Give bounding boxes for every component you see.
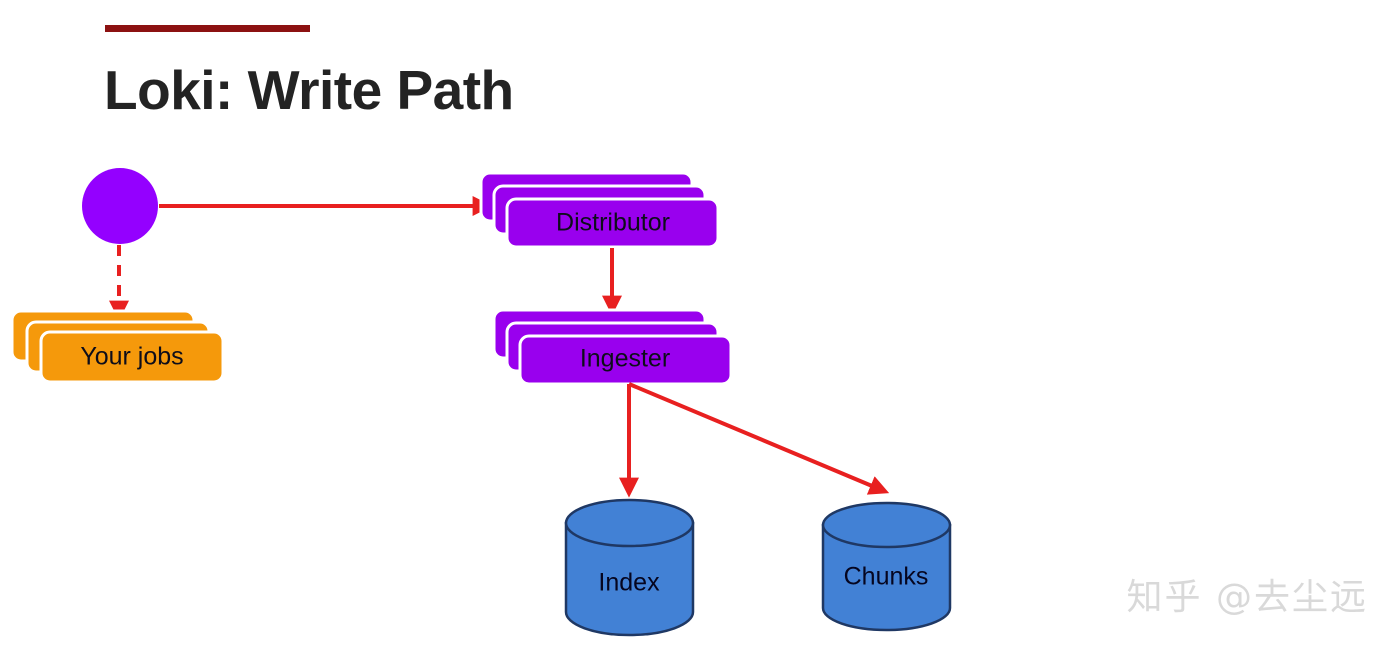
node-distributor[interactable]: Distributor	[479, 171, 720, 249]
watermark: 知乎 @去尘远	[1126, 577, 1368, 618]
chunks-cylinder-top	[821, 501, 952, 549]
ingester-stack-layer-front	[518, 334, 733, 386]
node-ingester[interactable]: Ingester	[492, 308, 733, 386]
index-label: Index	[598, 569, 660, 597]
distributor-stack-layer-front	[505, 197, 720, 249]
index-cylinder-body	[564, 521, 695, 637]
node-your-jobs[interactable]: Your jobs	[10, 309, 225, 384]
node-client[interactable]	[82, 168, 158, 244]
edge-ingester-to-chunks	[628, 382, 890, 495]
your-jobs-label: Your jobs	[80, 343, 183, 371]
client-circle	[82, 168, 158, 244]
index-cylinder-top	[564, 498, 695, 548]
ingester-label: Ingester	[580, 345, 670, 373]
distributor-label: Distributor	[556, 209, 670, 237]
your-jobs-stack-layer-front	[39, 330, 225, 384]
title-accent-bar	[105, 25, 310, 32]
chunks-cylinder-body	[821, 523, 952, 632]
chunks-label: Chunks	[844, 563, 929, 591]
node-chunks[interactable]: Chunks	[821, 501, 952, 632]
page-title: Loki: Write Path	[104, 59, 514, 121]
node-index[interactable]: Index	[564, 498, 695, 637]
